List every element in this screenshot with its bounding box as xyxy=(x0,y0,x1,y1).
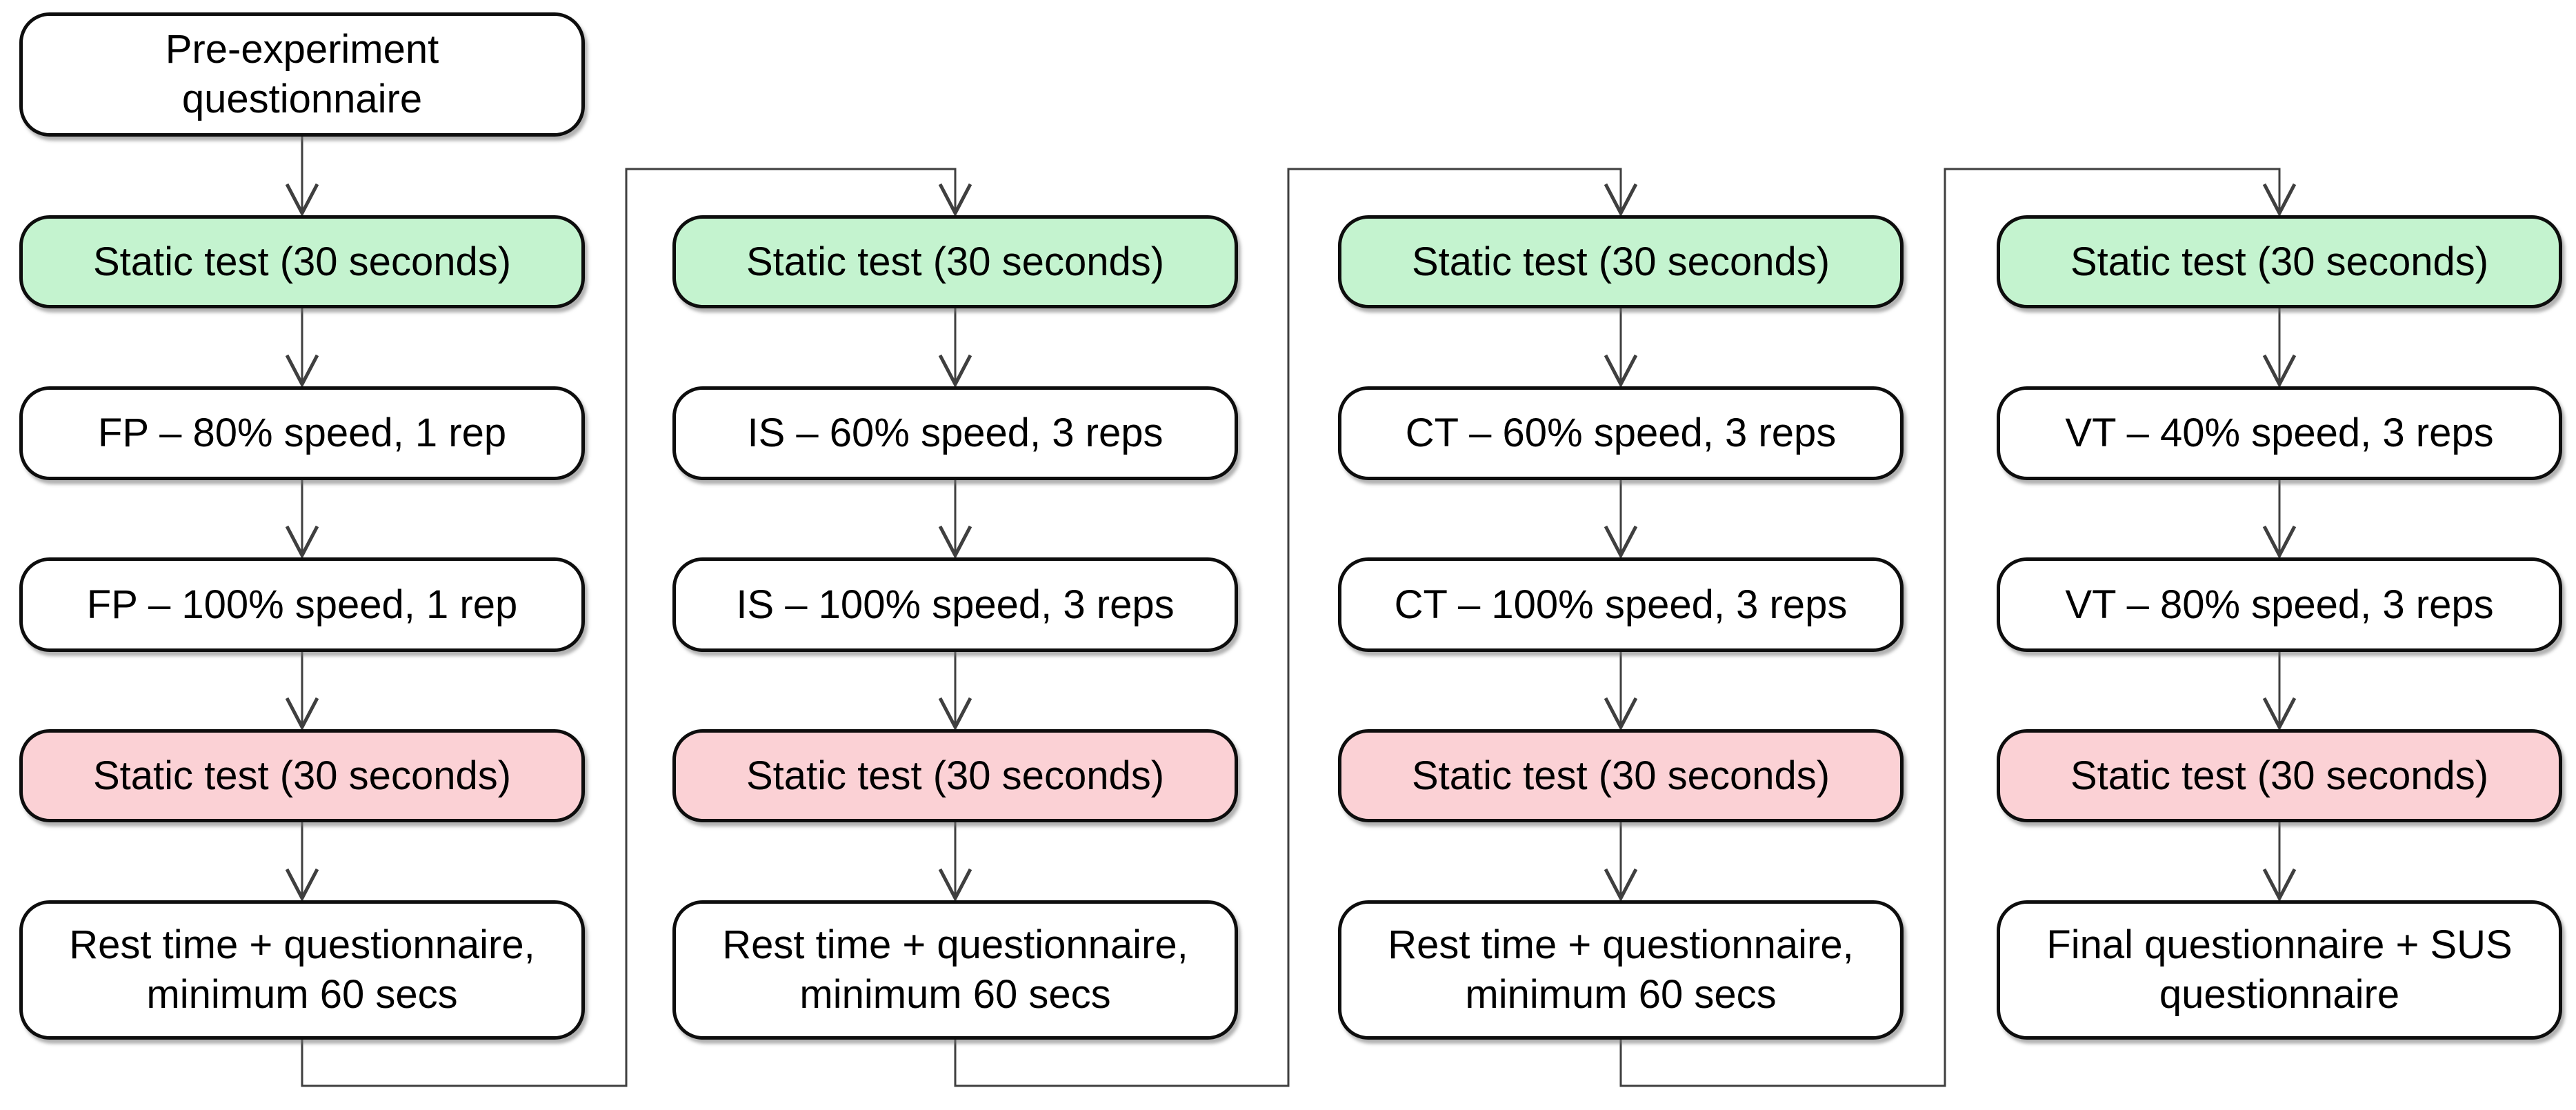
arrow-loop xyxy=(1619,168,2297,1087)
box-pre-experiment-questionnaire: Pre-experiment questionnaire xyxy=(19,12,585,137)
box-ct-60-speed: CT – 60% speed, 3 reps xyxy=(1338,386,1904,480)
arrow-loop xyxy=(301,168,972,1087)
box-final-sus-questionnaire: Final questionnaire + SUS questionnaire xyxy=(1997,900,2562,1040)
box-static-test-end-3: Static test (30 seconds) xyxy=(1338,729,1904,822)
box-is-100-speed: IS – 100% speed, 3 reps xyxy=(672,557,1238,652)
box-static-test-end-4: Static test (30 seconds) xyxy=(1997,729,2562,822)
box-vt-40-speed: VT – 40% speed, 3 reps xyxy=(1997,386,2562,480)
arrow-loop xyxy=(954,168,1638,1087)
box-static-test-start-4: Static test (30 seconds) xyxy=(1997,215,2562,308)
box-ct-100-speed: CT – 100% speed, 3 reps xyxy=(1338,557,1904,652)
box-vt-80-speed: VT – 80% speed, 3 reps xyxy=(1997,557,2562,652)
box-static-test-end-1: Static test (30 seconds) xyxy=(19,729,585,822)
box-static-test-start-3: Static test (30 seconds) xyxy=(1338,215,1904,308)
box-rest-questionnaire-1: Rest time + questionnaire, minimum 60 se… xyxy=(19,900,585,1040)
box-static-test-start-2: Static test (30 seconds) xyxy=(672,215,1238,308)
box-fp-80-speed: FP – 80% speed, 1 rep xyxy=(19,386,585,480)
box-static-test-end-2: Static test (30 seconds) xyxy=(672,729,1238,822)
box-rest-questionnaire-3: Rest time + questionnaire, minimum 60 se… xyxy=(1338,900,1904,1040)
box-fp-100-speed: FP – 100% speed, 1 rep xyxy=(19,557,585,652)
box-is-60-speed: IS – 60% speed, 3 reps xyxy=(672,386,1238,480)
arrow-lines xyxy=(285,137,2297,1087)
box-rest-questionnaire-2: Rest time + questionnaire, minimum 60 se… xyxy=(672,900,1238,1040)
box-static-test-start-1: Static test (30 seconds) xyxy=(19,215,585,308)
